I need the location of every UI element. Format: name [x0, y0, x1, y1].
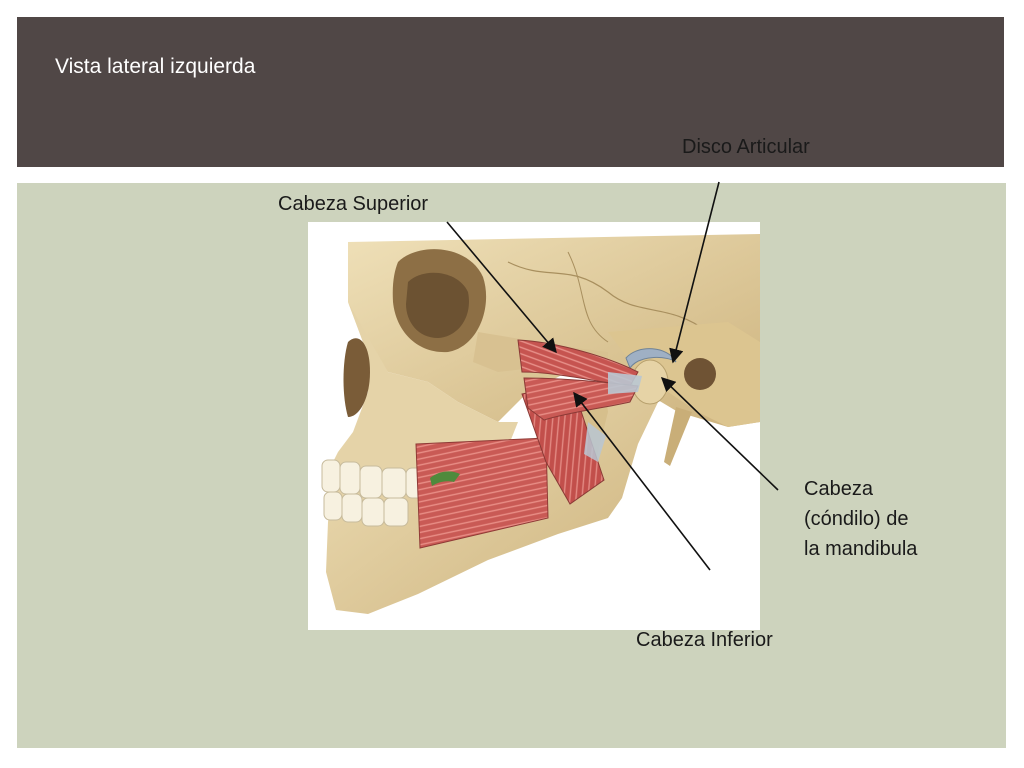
skull-drawing — [321, 234, 760, 614]
styloid-process — [664, 407, 692, 466]
label-disco-articular: Disco Articular — [682, 136, 810, 158]
label-condilo: Cabeza (cóndilo) de la mandibula — [804, 478, 918, 560]
ear-canal — [684, 358, 716, 390]
label-cabeza-superior: Cabeza Superior — [278, 193, 429, 215]
nasal-cavity — [343, 338, 370, 417]
slide-header: Vista lateral izquierda — [17, 17, 1004, 167]
label-cabeza-inferior: Cabeza Inferior — [636, 629, 773, 651]
slide-title: Vista lateral izquierda — [55, 55, 256, 78]
maxilla — [328, 302, 518, 484]
buccinator-muscle — [415, 437, 549, 549]
skull-illustration — [308, 222, 760, 630]
